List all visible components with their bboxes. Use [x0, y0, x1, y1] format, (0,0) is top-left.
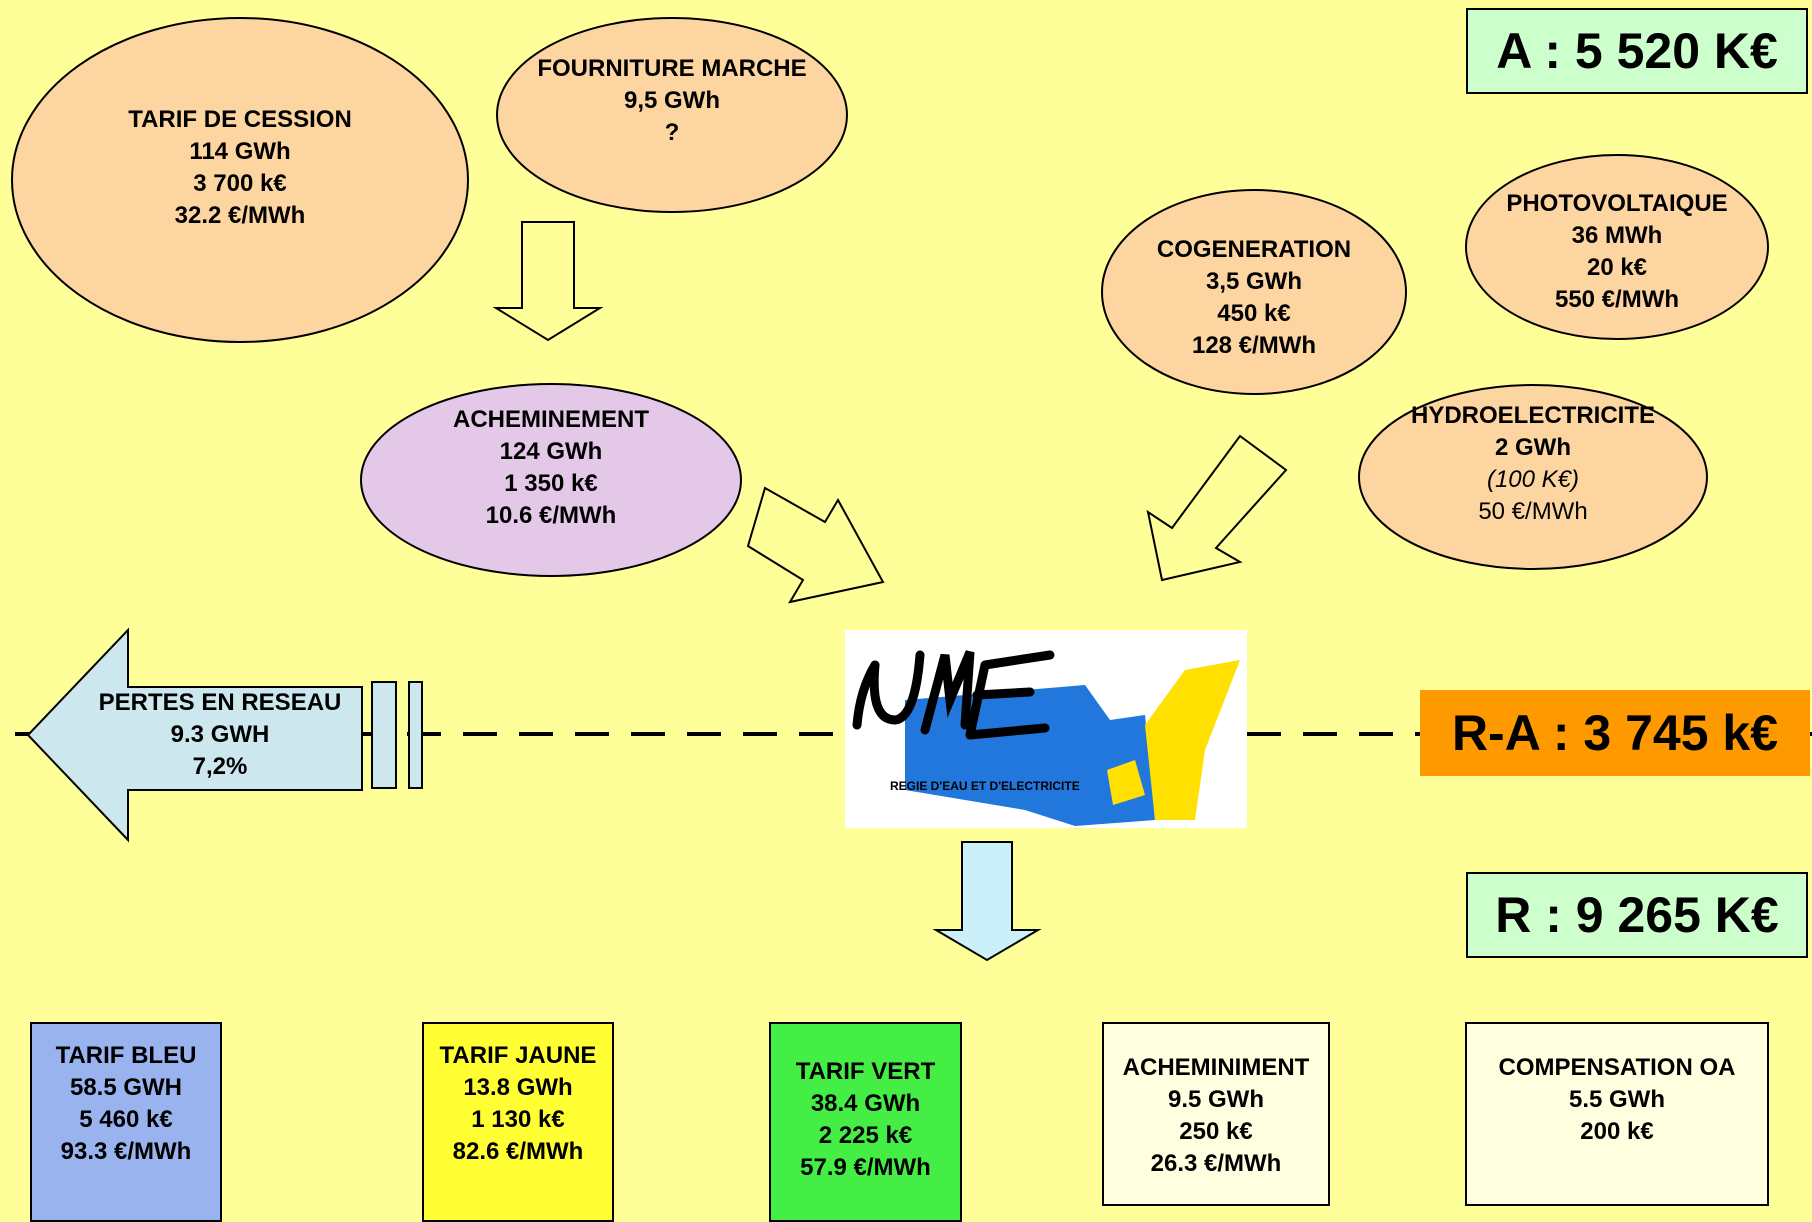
- tarif-vert-cost: 2 225 k€: [818, 1122, 913, 1149]
- acheminiment-title: ACHEMINIMENT: [1122, 1054, 1310, 1081]
- tarif-vert-energy: 38.4 GWh: [810, 1090, 921, 1117]
- acheminement-text: ACHEMINEMENT 124 GWh 1 350 k€ 10.6 €/MWh: [391, 404, 711, 532]
- losses-text: PERTES EN RESEAU 9.3 GWH 7,2%: [80, 687, 360, 783]
- losses-arrow: [26, 627, 363, 843]
- tarif-cession-text: TARIF DE CESSION 114 GWh 3 700 k€ 32.2 €…: [60, 104, 420, 232]
- cogeneration-energy: 3,5 GWh: [1205, 268, 1302, 295]
- compensation-oa-cost: 200 k€: [1580, 1118, 1654, 1145]
- tarif-cession-energy: 114 GWh: [189, 138, 291, 165]
- kpi-r: R : 9 265 K€: [1466, 872, 1808, 958]
- kpi-a: A : 5 520 K€: [1466, 8, 1808, 94]
- fourniture-marche-text: FOURNITURE MARCHE 9,5 GWh ?: [512, 53, 832, 149]
- fourniture-marche-ellipse: [496, 17, 848, 213]
- losses-energy: 9.3 GWH: [170, 721, 270, 748]
- diagonal-arrow-right: [746, 486, 885, 604]
- hydroelectricite-price: 50 €/MWh: [1478, 498, 1588, 525]
- down-hollow-arrow: [492, 221, 604, 342]
- acheminiment-price: 26.3 €/MWh: [1150, 1150, 1282, 1177]
- acheminiment-energy: 9.5 GWh: [1167, 1086, 1264, 1113]
- output-acheminiment: ACHEMINIMENT 9.5 GWh 250 k€ 26.3 €/MWh: [1102, 1022, 1330, 1206]
- photovoltaique-ellipse: [1465, 154, 1769, 340]
- photovoltaique-price: 550 €/MWh: [1554, 286, 1680, 313]
- tarif-bleu-title: TARIF BLEU: [55, 1042, 197, 1069]
- losses-bar-2: [408, 681, 423, 789]
- tarif-jaune-cost: 1 130 k€: [471, 1106, 565, 1133]
- tarif-vert-title: TARIF VERT: [795, 1058, 936, 1085]
- photovoltaique-title: PHOTOVOLTAIQUE: [1506, 190, 1728, 217]
- cogeneration-price: 128 €/MWh: [1191, 332, 1317, 359]
- acheminement-energy: 124 GWh: [499, 438, 603, 465]
- losses-title: PERTES EN RESEAU: [98, 689, 342, 716]
- tarif-cession-cost: 3 700 k€: [193, 170, 287, 197]
- cogeneration-text: COGENERATION 3,5 GWh 450 k€ 128 €/MWh: [1104, 234, 1404, 362]
- losses-bar-1: [371, 681, 397, 789]
- tarif-vert-price: 57.9 €/MWh: [800, 1154, 931, 1181]
- photovoltaique-text: PHOTOVOLTAIQUE 36 MWh 20 k€ 550 €/MWh: [1467, 188, 1767, 316]
- diagonal-arrow-left: [1146, 434, 1288, 582]
- output-tarif-jaune: TARIF JAUNE 13.8 GWh 1 130 k€ 82.6 €/MWh: [422, 1022, 614, 1222]
- tarif-jaune-title: TARIF JAUNE: [439, 1042, 597, 1069]
- photovoltaique-cost: 20 k€: [1586, 254, 1648, 281]
- tarif-cession-price: 32.2 €/MWh: [174, 202, 306, 229]
- tarif-jaune-price: 82.6 €/MWh: [452, 1138, 584, 1165]
- cogeneration-title: COGENERATION: [1156, 236, 1352, 263]
- output-tarif-bleu: TARIF BLEU 58.5 GWH 5 460 k€ 93.3 €/MWh: [30, 1022, 222, 1222]
- fourniture-marche-energy: 9,5 GWh: [623, 87, 720, 114]
- acheminement-cost: 1 350 k€: [504, 470, 598, 497]
- hydroelectricite-energy: 2 GWh: [1495, 434, 1571, 461]
- tarif-bleu-cost: 5 460 k€: [79, 1106, 173, 1133]
- losses-percent: 7,2%: [192, 753, 248, 780]
- acheminement-title: ACHEMINEMENT: [453, 406, 649, 433]
- photovoltaique-energy: 36 MWh: [1571, 222, 1663, 249]
- fourniture-marche-title: FOURNITURE MARCHE: [537, 55, 807, 82]
- compensation-oa-energy: 5.5 GWh: [1568, 1086, 1665, 1113]
- ume-logo: REGIE D'EAU ET D'ELECTRICITE: [845, 630, 1247, 828]
- hydroelectricite-ellipse: [1358, 384, 1708, 570]
- tarif-cession-title: TARIF DE CESSION: [128, 106, 352, 133]
- hydroelectricite-title: HYDROELECTRICITE: [1410, 402, 1655, 429]
- compensation-oa-title: COMPENSATION OA: [1498, 1054, 1736, 1081]
- tarif-jaune-energy: 13.8 GWh: [463, 1074, 573, 1101]
- output-arrow: [932, 841, 1042, 962]
- hydroelectricite-cost: (100 K€): [1486, 466, 1580, 493]
- acheminement-price: 10.6 €/MWh: [485, 502, 617, 529]
- output-tarif-vert: TARIF VERT 38.4 GWh 2 225 k€ 57.9 €/MWh: [769, 1022, 962, 1222]
- fourniture-marche-cost: ?: [664, 119, 680, 146]
- acheminiment-cost: 250 k€: [1179, 1118, 1253, 1145]
- cogeneration-ellipse: [1101, 189, 1407, 395]
- tarif-bleu-price: 93.3 €/MWh: [60, 1138, 192, 1165]
- tarif-bleu-energy: 58.5 GWH: [69, 1074, 183, 1101]
- tarif-cession-ellipse: [11, 17, 469, 343]
- hydroelectricite-text: HYDROELECTRICITE 2 GWh (100 K€) 50 €/MWh: [1383, 400, 1683, 528]
- cogeneration-cost: 450 k€: [1217, 300, 1291, 327]
- output-compensation-oa: COMPENSATION OA 5.5 GWh 200 k€: [1465, 1022, 1769, 1206]
- kpi-ra: R-A : 3 745 k€: [1420, 690, 1810, 776]
- acheminement-ellipse: [360, 383, 742, 577]
- logo-subtitle: REGIE D'EAU ET D'ELECTRICITE: [890, 779, 1080, 793]
- ume-logo-graphic: REGIE D'EAU ET D'ELECTRICITE: [845, 630, 1247, 828]
